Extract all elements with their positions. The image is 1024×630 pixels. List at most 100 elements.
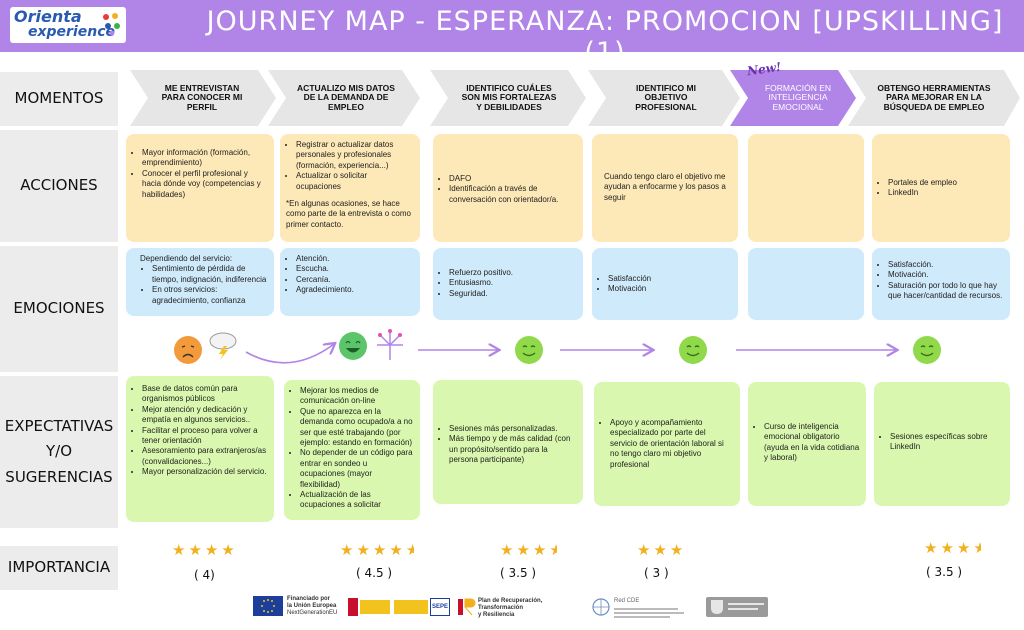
smiley-face-icon: [515, 336, 543, 364]
header-bar: Orienta experience JOURNEY MAP - ESPERAN…: [0, 0, 1024, 68]
star-icon: ★: [940, 540, 957, 557]
score-label-3: ( 3.5 ): [500, 566, 537, 580]
moment-1: ME ENTREVISTAN PARA CONOCER MI PERFIL: [161, 83, 243, 112]
orienta-experience-logo: Orienta experience: [10, 7, 126, 43]
list-item: Atención.: [296, 254, 414, 264]
acciones-card-4: Cuando tengo claro el objetivo me ayudan…: [592, 134, 738, 242]
plan-line-1: Plan de Recuperación,: [478, 598, 543, 604]
star-icon: ★: [356, 542, 373, 559]
star-icon: ★: [340, 542, 357, 559]
list-item: Satisfacción: [608, 274, 732, 284]
plan-line-2: Transformación: [478, 604, 524, 611]
acciones-card-2: Registrar o actualizar datos personales …: [280, 134, 420, 242]
list-item: Identificación a través de conversación …: [449, 184, 577, 205]
sepe-logo: SEPE: [430, 598, 450, 616]
expectativas-card-4: Apoyo y acompañamiento especializado por…: [594, 382, 740, 506]
moment-5: FORMACIÓN EN INTELIGENCIA EMOCIONAL: [764, 83, 832, 112]
list-item: Sesiones específicas sobre LinkedIn: [890, 432, 1004, 453]
star-icon: ★: [516, 542, 533, 559]
row-label-acciones: ACCIONES: [0, 130, 118, 242]
list-item: En otros servicios: agradecimiento, conf…: [152, 285, 268, 306]
list-item: Mejorar los medios de comunicación on-li…: [300, 386, 414, 407]
list-item: DAFO: [449, 174, 577, 184]
acciones-card-6: Portales de empleo LinkedIn: [872, 134, 1010, 242]
chevron-3: [430, 70, 586, 126]
coat-of-arms-icon: [711, 600, 723, 614]
score-label-1: ( 4): [194, 568, 215, 582]
chevron-2: [268, 70, 420, 126]
score-label-6: ( 3.5 ): [926, 565, 963, 579]
list-item: Motivación: [608, 284, 732, 294]
half-star-icon: ★: [973, 539, 981, 557]
expectativas-card-2: Mejorar los medios de comunicación on-li…: [284, 380, 420, 520]
score-label-2: ( 4.5 ): [356, 566, 393, 580]
moment-2: ACTUALIZO MIS DATOS DE LA DEMANDA DE EMP…: [297, 83, 395, 112]
list-item: Mayor información (formación, emprendimi…: [142, 148, 268, 169]
list-item: Curso de inteligencia emocional obligato…: [764, 422, 860, 464]
stars-rating-4: ★★★: [637, 541, 686, 559]
recovery-plan-icon: [458, 598, 476, 616]
plan-line-3: y Resiliencia: [478, 611, 515, 618]
eu-stars-icon: [261, 599, 275, 613]
list-item: Apoyo y acompañamiento especializado por…: [610, 418, 734, 470]
star-icon: ★: [924, 540, 941, 557]
half-star-icon: ★: [406, 541, 414, 559]
list-item: Saturación por todo lo que hay que hacer…: [888, 281, 1004, 302]
emociones-card-2: Atención. Escucha. Cercanía. Agradecimie…: [280, 248, 420, 316]
fireworks-icon: [377, 329, 403, 360]
star-icon: ★: [500, 542, 517, 559]
list-item: Sentimiento de pérdida de tiempo, indign…: [152, 264, 268, 285]
page-title: JOURNEY MAP - ESPERANZA: PROMOCION [UPSK…: [206, 6, 1004, 68]
eu-line-2: la Unión Europea: [287, 602, 337, 609]
emociones-intro: Dependiendo del servicio:: [140, 254, 233, 263]
list-item: Escucha.: [296, 264, 414, 274]
list-item: Que no aparezca en la demanda como ocupa…: [300, 407, 414, 449]
eu-line-3: NextGenerationEU: [287, 609, 338, 616]
eu-funding-text: Financiado por la Unión Europea NextGene…: [287, 596, 337, 617]
list-item: Facilitar el proceso para volver a tener…: [142, 426, 268, 447]
list-item: Actualizar o solicitar ocupaciones: [296, 171, 414, 192]
star-icon: ★: [221, 542, 238, 559]
acciones-note: *En algunas ocasiones, se hace como part…: [286, 198, 411, 229]
chevron-4: [588, 70, 740, 126]
list-item: Sesiones más personalizadas.: [449, 424, 577, 434]
smiley-face-icon: [913, 336, 941, 364]
storm-cloud-icon: [209, 332, 237, 360]
recovery-plan-text: Plan de Recuperación, Transformación y R…: [478, 598, 542, 619]
moment-4: IDENTIFICO MI OBJETIVO PROFESIONAL: [635, 83, 697, 112]
logo-people-icon: [103, 13, 120, 36]
list-item: Mayor personalización del servicio.: [142, 467, 268, 477]
expectativas-card-5: Curso de inteligencia emocional obligato…: [748, 382, 866, 506]
gobierno-canarias-logo: [706, 597, 768, 617]
moment-6: OBTENGO HERRAMIENTAS PARA MEJORAR EN LA …: [877, 83, 991, 112]
eu-flag-icon: [253, 596, 283, 616]
star-icon: ★: [956, 540, 974, 557]
red-cde-caption: [614, 606, 684, 618]
stars-rating-1: ★★★★: [172, 541, 238, 559]
expectativas-card-3: Sesiones más personalizadas. Más tiempo …: [433, 380, 583, 504]
row-label-importancia: IMPORTANCIA: [0, 546, 118, 590]
moments-chevrons: [130, 70, 1020, 126]
row-label-expectativas-line2: Y/O: [45, 442, 73, 461]
stars-rating-6: ★★★★: [924, 539, 981, 557]
eu-line-1: Financiado por: [287, 596, 331, 602]
list-item: Asesoramiento para extranjeros/as (conva…: [142, 446, 268, 467]
stars-rating-2: ★★★★★: [340, 541, 414, 559]
row-label-momentos: MOMENTOS: [0, 72, 118, 126]
acciones-text: Cuando tengo claro el objetivo me ayudan…: [604, 172, 726, 202]
chevron-1: [130, 70, 276, 126]
acciones-card-3: DAFO Identificación a través de conversa…: [433, 134, 583, 242]
expectativas-card-6: Sesiones específicas sobre LinkedIn: [874, 382, 1010, 506]
expectativas-card-1: Base de datos común para organismos públ…: [126, 376, 274, 522]
list-item: Entusiasmo.: [449, 278, 577, 288]
half-star-icon: ★: [549, 541, 557, 559]
acciones-card-1: Mayor información (formación, emprendimi…: [126, 134, 274, 242]
emociones-card-1: Dependiendo del servicio: Sentimiento de…: [126, 248, 274, 316]
star-icon: ★: [653, 542, 670, 559]
emotion-curve: [245, 322, 1024, 364]
row-label-expectativas: EXPECTATIVAS Y/O SUGERENCIAS: [0, 376, 118, 528]
list-item: Más tiempo y de más calidad (con un prop…: [449, 434, 577, 465]
red-cde-text: Red CDE: [614, 598, 640, 604]
list-item: Mejor atención y dedicación y empatía en…: [142, 405, 268, 426]
list-item: Actualización de las ocupaciones a solic…: [300, 490, 414, 511]
